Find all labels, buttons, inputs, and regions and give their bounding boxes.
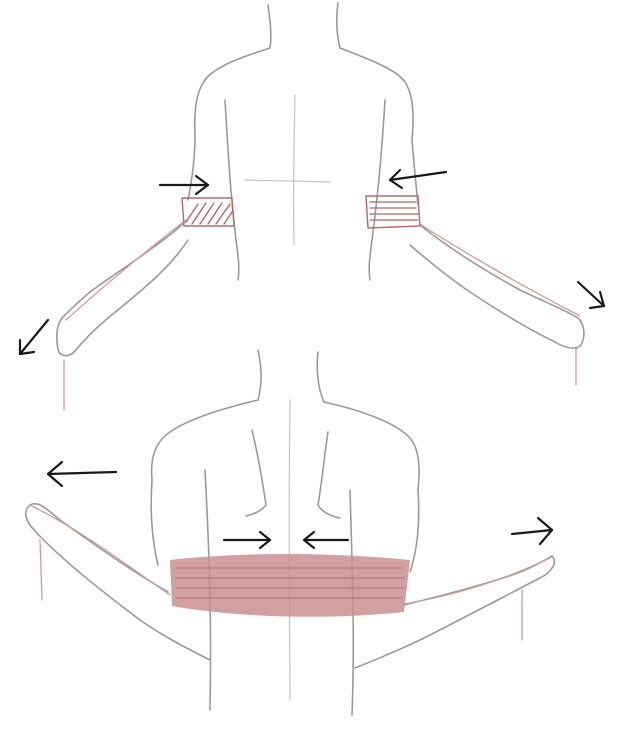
top-back-crossline: [245, 180, 330, 182]
bottom-blade-left: [246, 430, 266, 516]
top-arrow-left-inward: [160, 176, 208, 194]
bottom-figure: [26, 350, 555, 715]
bottom-arrow-right-outward: [512, 518, 552, 544]
top-neck-left: [268, 5, 271, 48]
top-forearm-right: [410, 225, 584, 348]
bottom-arrow-left-inward: [224, 532, 270, 548]
bottom-neck-right: [317, 352, 324, 402]
top-band-left: [182, 198, 234, 226]
top-torso-right: [369, 100, 385, 280]
bottom-neck-left: [258, 350, 261, 400]
bottom-upperarm-left: [151, 480, 158, 565]
top-arrow-left-outward: [20, 320, 48, 354]
top-shoulder-left: [195, 48, 270, 135]
bottom-upperarm-right: [410, 490, 419, 572]
bottom-shoulder-right: [324, 402, 419, 490]
top-forearm-left: [57, 222, 188, 356]
bottom-blade-right: [318, 432, 340, 518]
top-figure: [20, 3, 604, 410]
top-upperarm-right-outer: [412, 140, 418, 205]
top-shoulder-right: [340, 48, 413, 140]
bottom-spine: [289, 400, 290, 700]
top-spine: [294, 95, 295, 245]
bottom-arrow-right-inward: [304, 532, 348, 548]
top-strap-left: [66, 220, 186, 320]
top-arrow-right-inward: [390, 170, 446, 188]
top-strap-right: [420, 224, 580, 316]
bottom-strap-left-drop: [40, 540, 42, 600]
bottom-band: [170, 554, 410, 617]
top-torso-left: [225, 100, 239, 280]
top-arrow-right-outward: [578, 282, 604, 308]
bottom-strap-right: [404, 558, 550, 604]
bottom-arrow-left-outward: [48, 462, 116, 486]
top-upperarm-left-outer: [188, 135, 195, 200]
top-neck-right: [337, 3, 340, 48]
bottom-shoulder-left: [152, 400, 258, 480]
